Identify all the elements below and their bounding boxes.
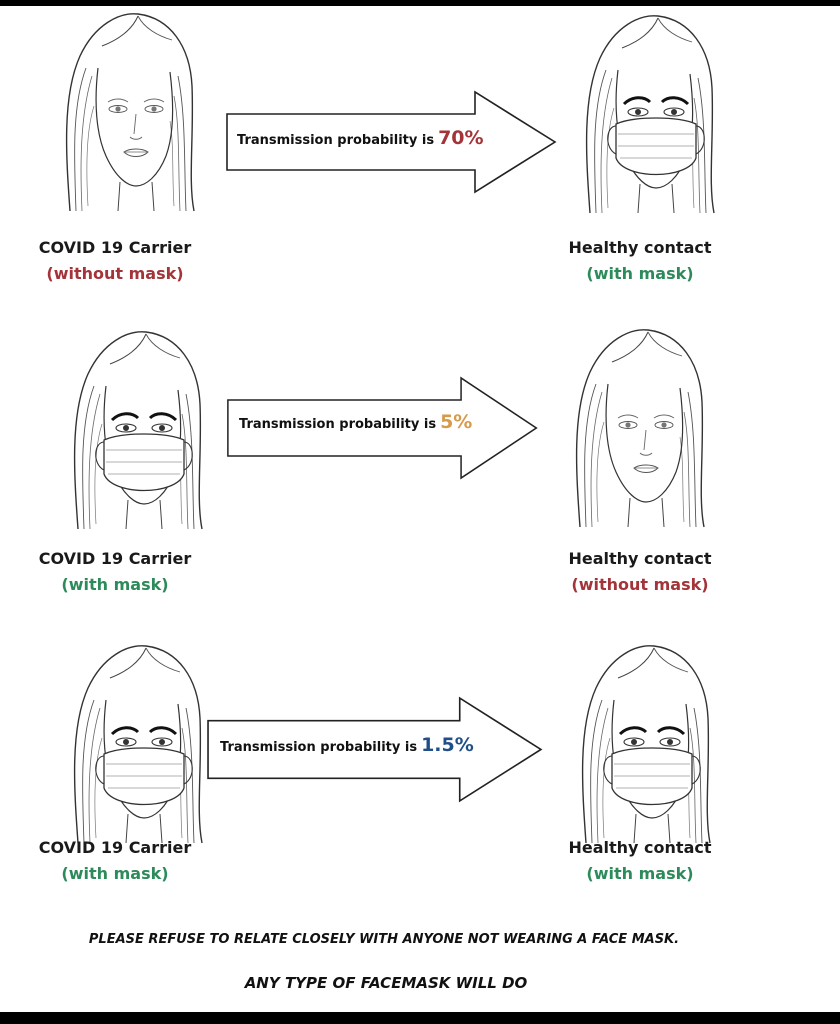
contact-mask-status: (with mask) xyxy=(586,864,694,883)
contact-mask-status: (with mask) xyxy=(586,264,694,283)
footer-note: ANY TYPE OF FACEMASK WILL DO xyxy=(244,974,528,992)
footer-warning: PLEASE REFUSE TO RELATE CLOSELY WITH ANY… xyxy=(88,932,680,947)
carrier-mask-status: (without mask) xyxy=(46,264,184,283)
arrow-text: Transmission probability is xyxy=(220,740,418,755)
carrier-mask-status: (with mask) xyxy=(61,864,169,883)
arrow-text: Transmission probability is xyxy=(239,417,437,432)
contact-face-row1 xyxy=(560,8,730,218)
contact-label-row3: Healthy contact (with mask) xyxy=(555,835,725,887)
contact-mask-status: (without mask) xyxy=(571,575,709,594)
transmission-percent: 70% xyxy=(438,127,484,149)
carrier-label-row3: COVID 19 Carrier (with mask) xyxy=(30,835,200,887)
carrier-face-row3 xyxy=(48,638,218,848)
carrier-title: COVID 19 Carrier xyxy=(38,838,192,857)
transmission-percent: 5% xyxy=(440,411,473,433)
carrier-face-row2 xyxy=(48,324,218,534)
contact-title: Healthy contact xyxy=(568,838,712,857)
carrier-title: COVID 19 Carrier xyxy=(38,238,192,257)
carrier-label-row1: COVID 19 Carrier (without mask) xyxy=(30,235,200,287)
contact-label-row1: Healthy contact (with mask) xyxy=(555,235,725,287)
carrier-title: COVID 19 Carrier xyxy=(38,549,192,568)
carrier-label-row2: COVID 19 Carrier (with mask) xyxy=(30,546,200,598)
contact-face-row2 xyxy=(550,322,720,532)
contact-label-row2: Healthy contact (without mask) xyxy=(555,546,725,598)
carrier-mask-status: (with mask) xyxy=(61,575,169,594)
contact-title: Healthy contact xyxy=(568,238,712,257)
contact-face-row3 xyxy=(556,638,726,848)
contact-title: Healthy contact xyxy=(568,549,712,568)
carrier-face-row1 xyxy=(40,6,210,216)
transmission-percent: 1.5% xyxy=(421,734,474,756)
arrow-text: Transmission probability is xyxy=(237,133,435,148)
